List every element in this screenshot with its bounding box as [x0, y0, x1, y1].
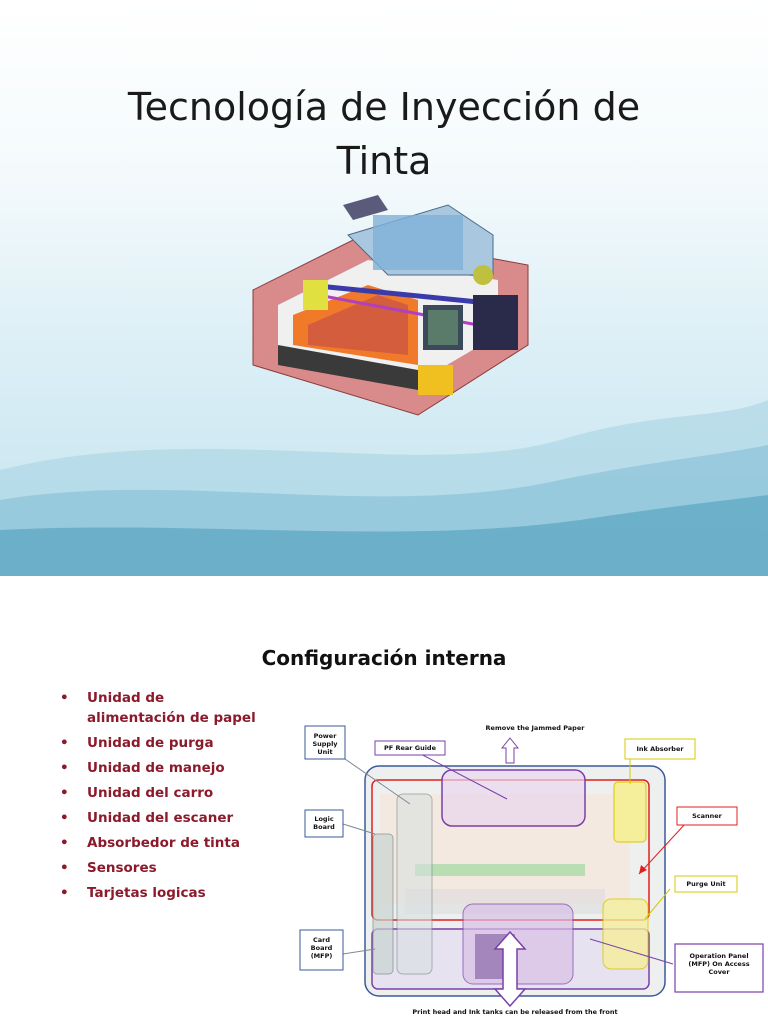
bullet-dot: •	[60, 885, 69, 901]
list-item: • Unidad del escaner	[60, 808, 265, 828]
card-board-label: Card Board (MFP)	[302, 936, 341, 960]
logic-board-label: Logic Board	[307, 815, 341, 831]
title-line-2: Tinta	[336, 139, 432, 183]
list-item: • Sensores	[60, 858, 265, 878]
background-waves	[0, 400, 768, 576]
list-item: • Unidad de manejo	[60, 758, 265, 778]
title-slide: Tecnología de Inyección de Tinta	[0, 0, 768, 576]
printer-cutaway-image	[252, 195, 529, 416]
internal-layout-diagram: Power Supply Unit Logic Board Card Board…	[285, 724, 768, 1024]
list-item-text: Unidad de alimentación de papel	[87, 690, 256, 726]
list-item: • Unidad de purga	[60, 733, 265, 753]
operation-panel-label: Operation Panel (MFP) On Access Cover	[683, 952, 755, 976]
bullet-dot: •	[60, 760, 69, 776]
component-list: • Unidad de alimentación de papel • Unidad…	[60, 688, 265, 908]
list-item: • Unidad de alimentación de papel	[60, 688, 265, 728]
slide-title: Tecnología de Inyección de Tinta	[0, 80, 768, 188]
list-item-text: Unidad de purga	[87, 735, 214, 751]
bullet-dot: •	[60, 835, 69, 851]
ink-absorber-label: Ink Absorber	[627, 745, 693, 753]
list-item-text: Unidad de manejo	[87, 760, 225, 776]
bottom-note-label: Print head and Ink tanks can be released…	[412, 1008, 618, 1016]
config-slide: Configuración interna • Unidad de aliment…	[0, 584, 768, 1024]
slide-heading: Configuración interna	[261, 646, 507, 670]
list-item: • Tarjetas logicas	[60, 883, 265, 903]
bullet-dot: •	[60, 810, 69, 826]
diagram-shapes	[299, 725, 764, 1008]
list-item-text: Unidad del escaner	[87, 810, 234, 826]
list-item-text: Absorbedor de tinta	[87, 835, 240, 851]
pf-rear-guide-label: PF Rear Guide	[377, 744, 443, 752]
bullet-dot: •	[60, 860, 69, 876]
list-item: • Absorbedor de tinta	[60, 833, 265, 853]
bullet-dot: •	[60, 785, 69, 801]
purge-unit-label: Purge Unit	[677, 880, 735, 888]
list-item-text: Tarjetas logicas	[87, 885, 206, 901]
bullet-dot: •	[60, 690, 69, 706]
list-item-text: Unidad del carro	[87, 785, 214, 801]
scanner-label: Scanner	[679, 812, 735, 820]
power-supply-label: Power Supply Unit	[307, 732, 343, 756]
list-item: • Unidad del carro	[60, 783, 265, 803]
list-item-text: Sensores	[87, 860, 157, 876]
bullet-dot: •	[60, 735, 69, 751]
title-line-1: Tecnología de Inyección de	[127, 85, 641, 129]
remove-jammed-paper-label: Remove the Jammed Paper	[485, 724, 585, 732]
